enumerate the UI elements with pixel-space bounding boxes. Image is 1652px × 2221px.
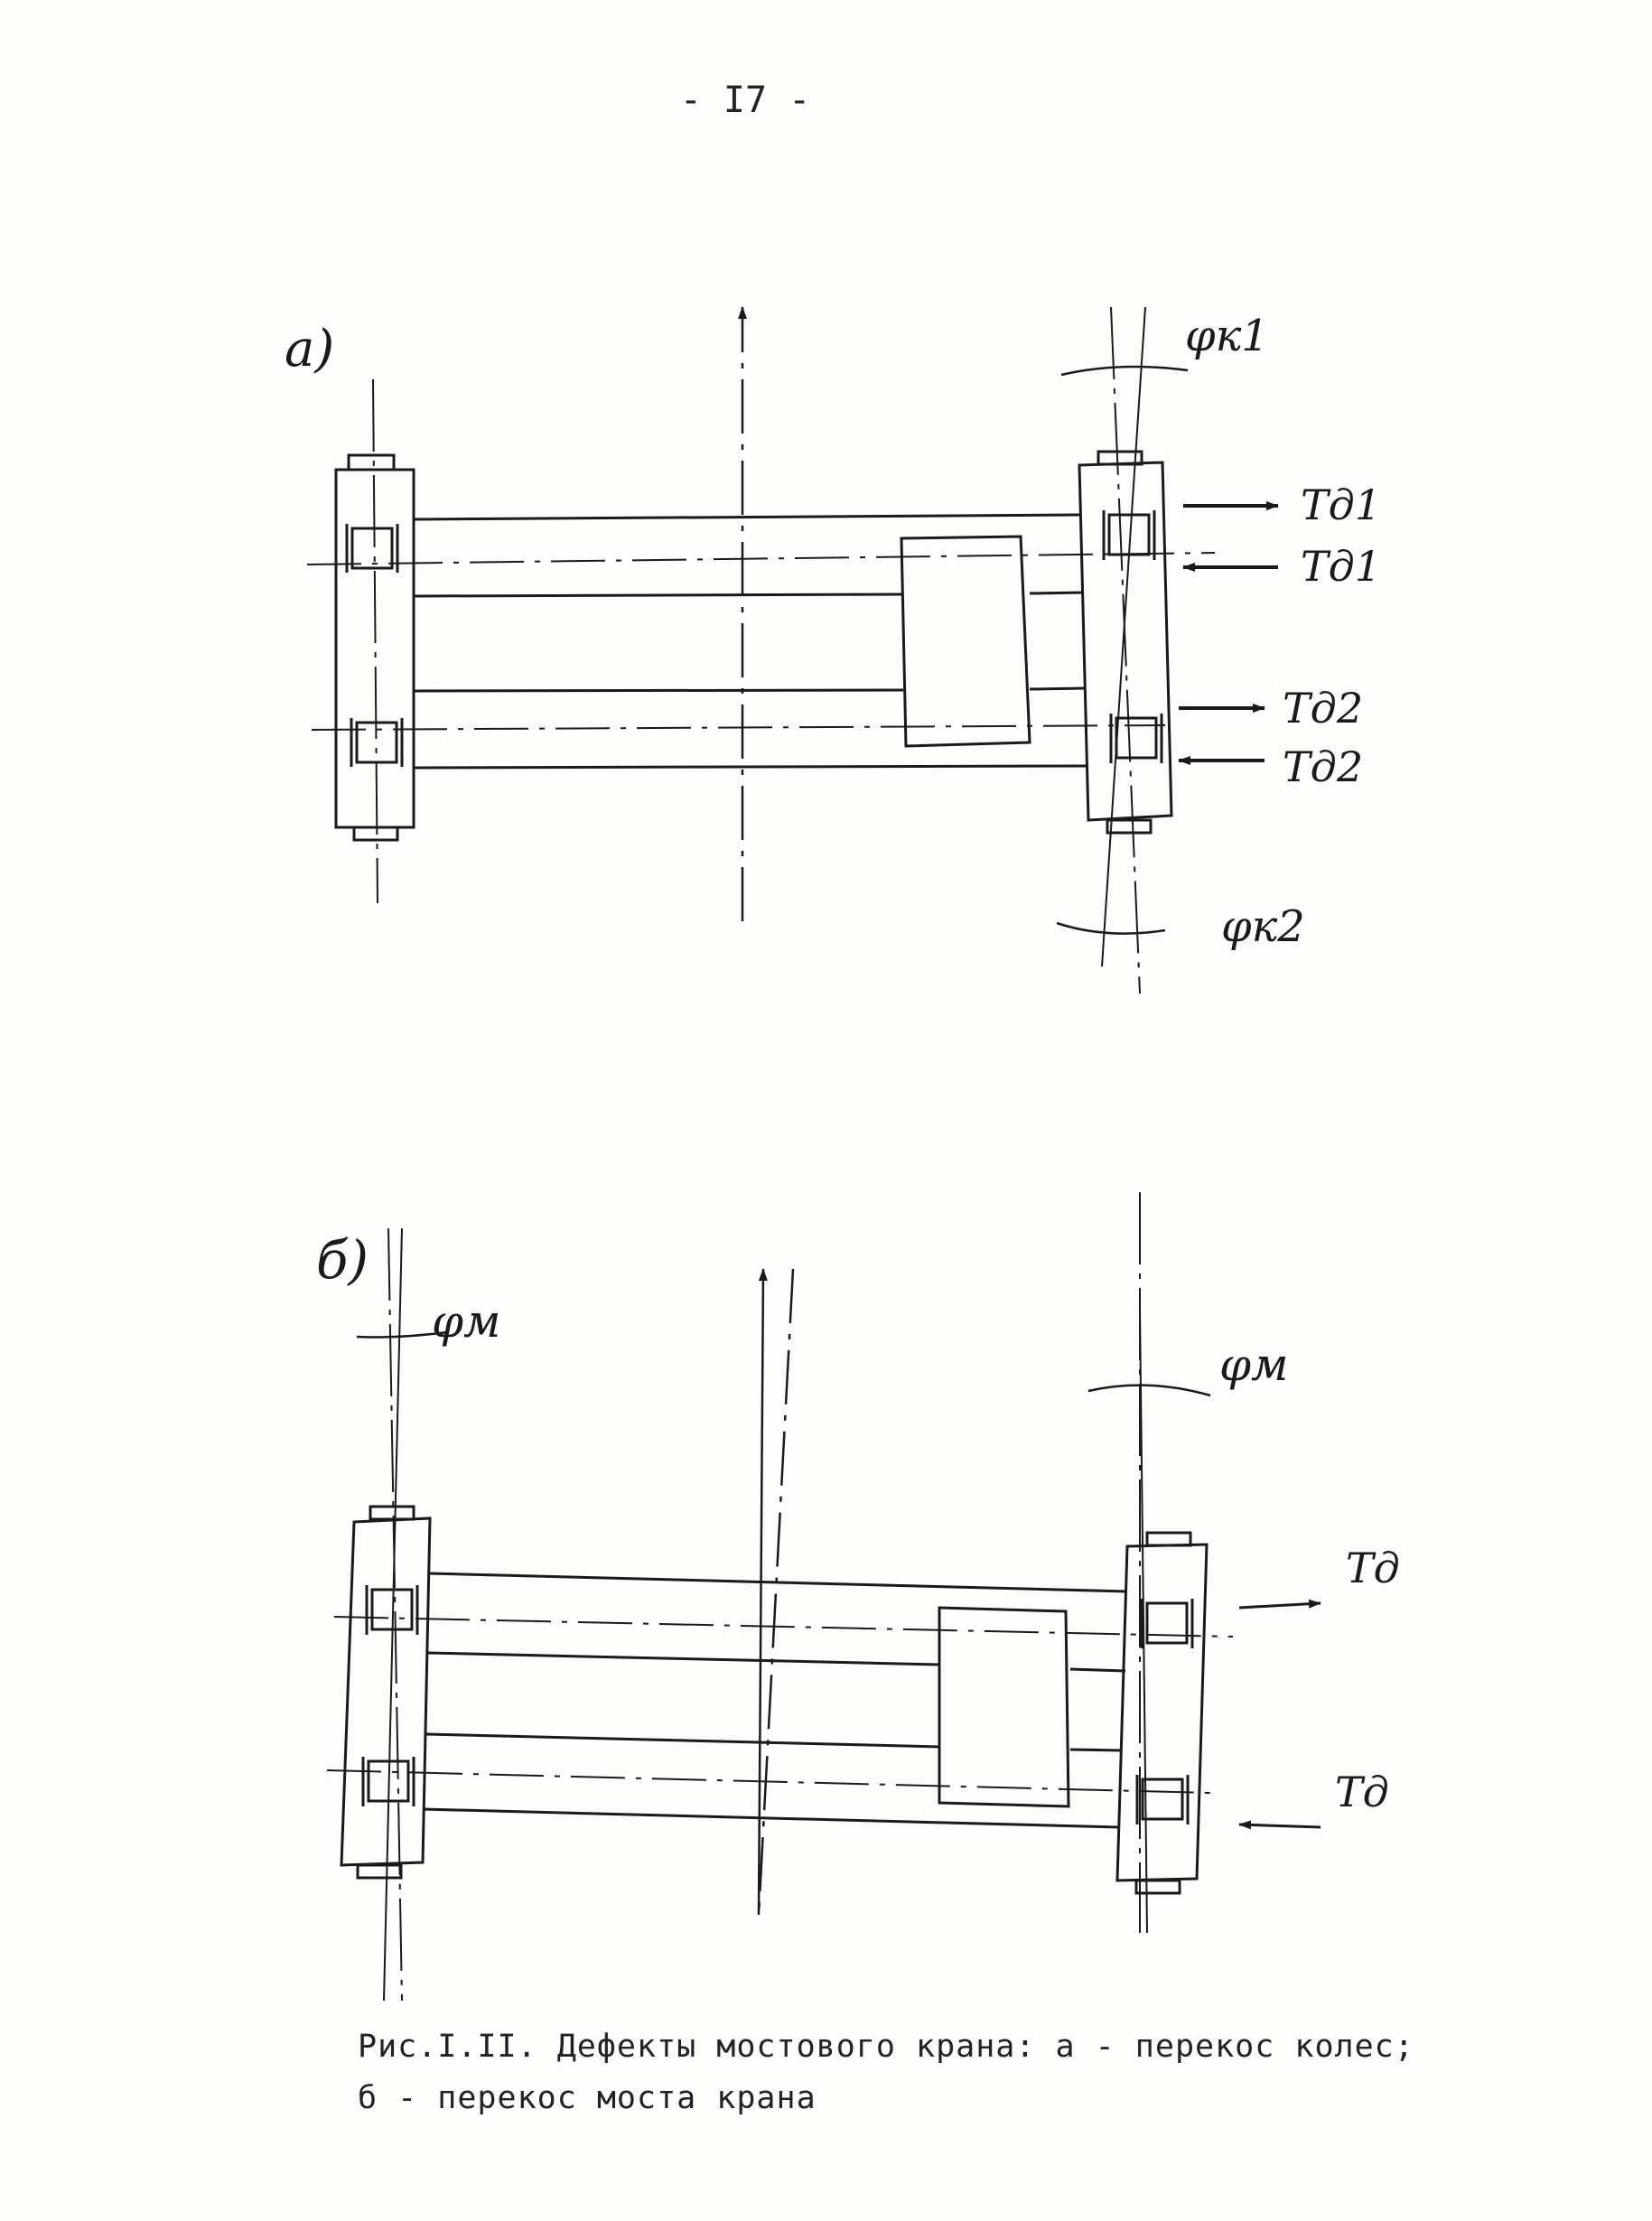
girder-2-centerline-b bbox=[326, 1769, 1211, 1794]
girder-1-centerline bbox=[306, 552, 1216, 565]
force-label-td-in-b: Tд bbox=[1335, 1768, 1389, 1816]
trolley-b bbox=[938, 1606, 1070, 1808]
right-truck-axis-skewed-2 bbox=[1101, 306, 1146, 967]
bridge-centerline-b bbox=[757, 1268, 795, 1916]
right-end-truck-b bbox=[1115, 1543, 1209, 1882]
right-top-wheel-b bbox=[1140, 1599, 1194, 1648]
left-top-wheel bbox=[345, 524, 399, 573]
right-bottom-buffer-b bbox=[1134, 1879, 1181, 1895]
angle-label-phi-k2: φк2 bbox=[1221, 901, 1305, 952]
left-truck-axis-b-skew bbox=[383, 1227, 403, 2002]
girder-1-top-b bbox=[429, 1572, 1128, 1593]
right-bottom-wheel bbox=[1109, 714, 1163, 763]
left-bottom-wheel bbox=[350, 718, 404, 767]
right-top-buffer bbox=[1097, 450, 1143, 466]
girder-2-bottom bbox=[413, 764, 1089, 770]
girder-2-top bbox=[413, 688, 904, 693]
figure-b: б) bbox=[316, 1192, 1400, 2002]
force-arrow-td-in-b bbox=[1238, 1820, 1321, 1830]
right-truck-axis-skewed bbox=[1110, 306, 1141, 994]
page-number: - I7 - bbox=[679, 79, 811, 121]
girder-1-centerline-b bbox=[333, 1616, 1234, 1638]
girder-2-centerline bbox=[311, 724, 1166, 731]
figure-caption-line-2: б - перекос моста крана bbox=[358, 2080, 817, 2116]
movement-direction-axis-b bbox=[757, 1268, 768, 1916]
force-label-td1-out: Tд1 bbox=[1301, 481, 1381, 529]
figure-a-label: а) bbox=[285, 320, 334, 378]
girder-2-top-b bbox=[425, 1732, 940, 1749]
force-label-td2-in: Tд2 bbox=[1283, 742, 1363, 791]
left-top-buffer-b bbox=[369, 1505, 415, 1521]
girder-1-bottom-right-b bbox=[1069, 1667, 1126, 1673]
force-label-td1-in: Tд1 bbox=[1301, 542, 1381, 591]
angle-label-phi-k1: φк1 bbox=[1185, 311, 1269, 361]
angle-arc-bottom bbox=[1056, 921, 1166, 935]
girder-1-bottom-b bbox=[427, 1651, 940, 1666]
angle-arc-top bbox=[1060, 365, 1189, 377]
right-top-buffer-b bbox=[1145, 1531, 1192, 1547]
left-bottom-buffer-b bbox=[356, 1863, 403, 1880]
force-label-td2-out: Tд2 bbox=[1283, 684, 1363, 733]
girder-2-top-right bbox=[1029, 686, 1087, 691]
girder-1-bottom bbox=[413, 593, 904, 598]
right-bottom-wheel-b bbox=[1135, 1775, 1190, 1824]
angle-arc-right-b bbox=[1087, 1384, 1211, 1397]
force-arrow-td-out-b bbox=[1238, 1599, 1321, 1610]
figure-a: а) bbox=[285, 306, 1381, 994]
left-top-buffer bbox=[347, 453, 396, 471]
left-bottom-wheel-b bbox=[361, 1757, 415, 1806]
figure-caption-line-1: Рис.I.II. Дефекты мостового крана: а - п… bbox=[358, 2029, 1414, 2065]
right-bottom-buffer bbox=[1106, 818, 1153, 835]
figure-b-label: б) bbox=[316, 1229, 369, 1291]
left-truck-axis bbox=[372, 378, 378, 904]
girder-2-bottom-b bbox=[422, 1807, 1119, 1829]
girder-1-top bbox=[413, 513, 1080, 521]
right-truck-axis-b-skew bbox=[1139, 1309, 1148, 1934]
angle-label-phi-m-right: φм bbox=[1219, 1339, 1288, 1391]
left-bottom-buffer bbox=[352, 826, 399, 842]
force-label-td-out-b: Tд bbox=[1346, 1544, 1400, 1592]
angle-label-phi-m-left: φм bbox=[432, 1295, 500, 1348]
angle-arc-left-b bbox=[356, 1330, 448, 1339]
left-top-wheel-b bbox=[365, 1585, 419, 1635]
trolley bbox=[900, 535, 1031, 748]
left-end-truck-b bbox=[340, 1516, 432, 1867]
